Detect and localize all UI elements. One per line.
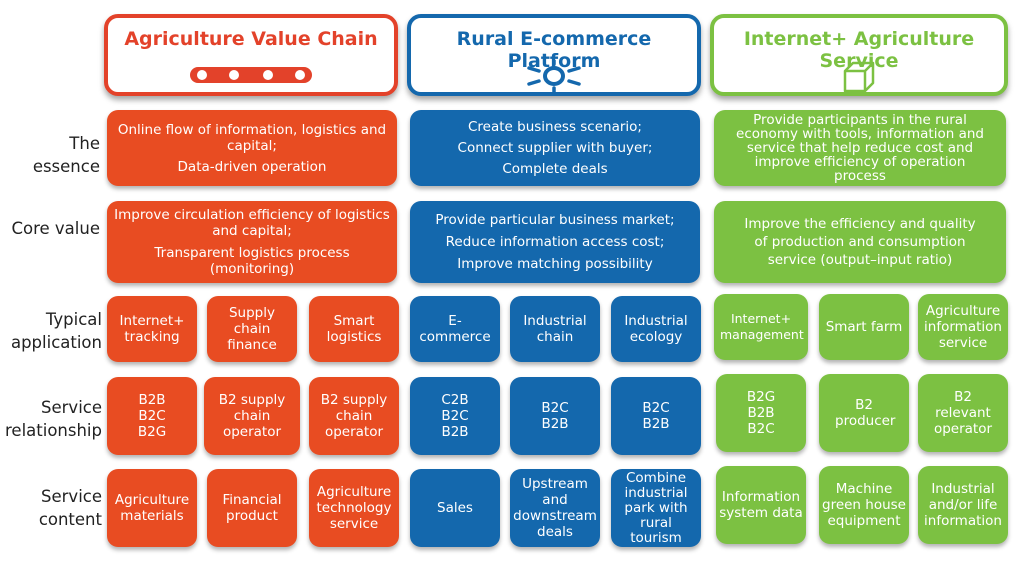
header-title: Rural E-commerce Platform — [456, 28, 652, 72]
content-agriculture-technology-service: Agriculture technology service — [309, 469, 399, 547]
content-financial-product: Financial product — [207, 469, 297, 547]
row-label-service-content: Service content — [38, 487, 102, 529]
rel-b2-supply-chain-operator-1: B2 supply chain operator — [204, 377, 300, 455]
core-value-value-chain: Improve circulation efficiency of logist… — [107, 201, 397, 283]
rel-b2b-b2c-b2g: B2B B2C B2G — [107, 377, 197, 455]
app-industrial-ecology: Industrial ecology — [611, 296, 701, 362]
content-upstream-downstream-deals: Upstream and downstream deals — [510, 469, 600, 547]
app-smart-logistics: Smart logistics — [309, 296, 399, 362]
essence-value-chain: Online flow of information, logistics an… — [107, 110, 397, 186]
header-title: Internet+ Agriculture Service — [743, 28, 975, 72]
rel-b2-producer: B2 producer — [819, 374, 909, 452]
header-agriculture-value-chain: Agriculture Value Chain — [104, 14, 398, 96]
header-internet-agriculture-service: Internet+ Agriculture Service — [710, 14, 1008, 96]
app-ecommerce: E-commerce — [410, 296, 500, 362]
row-label-service-relationship: Service relationship — [5, 398, 102, 440]
app-internet-tracking: Internet+ tracking — [107, 296, 197, 362]
content-sales: Sales — [410, 469, 500, 547]
platform-icon — [525, 58, 583, 96]
rel-b2c-b2b-1: B2C B2B — [510, 377, 600, 455]
content-information-system-data: Information system data — [716, 466, 806, 544]
app-internet-management: Internet+ management — [714, 294, 808, 360]
chain-icon — [188, 64, 314, 90]
rel-b2-supply-chain-operator-2: B2 supply chain operator — [309, 377, 399, 455]
core-value-agriculture-service: Improve the efficiency and quality of pr… — [714, 201, 1006, 283]
app-supply-chain-finance: Supply chain finance — [207, 296, 297, 362]
content-machine-green-house-equipment: Machine green house equipment — [819, 466, 909, 544]
content-industrial-life-information: Industrial and/or life information — [918, 466, 1008, 544]
rel-b2c-b2b-2: B2C B2B — [611, 377, 701, 455]
content-industrial-park-rural-tourism: Combine industrial park with rural touri… — [611, 469, 701, 547]
row-label-typical-application: Typical application — [10, 310, 102, 352]
rel-c2b-b2c-b2b: C2B B2C B2B — [410, 377, 500, 455]
essence-ecommerce-platform: Create business scenario;Connect supplie… — [410, 110, 700, 186]
app-industrial-chain: Industrial chain — [510, 296, 600, 362]
rel-b2g-b2b-b2c: B2G B2B B2C — [716, 374, 806, 452]
app-agriculture-information-service: Agriculture information service — [918, 294, 1008, 360]
row-label-core-value: Core value — [11, 219, 100, 238]
header-rural-ecommerce-platform: Rural E-commerce Platform — [407, 14, 701, 96]
cube-icon — [842, 60, 876, 98]
essence-agriculture-service: Provide participants in the rural econom… — [714, 110, 1006, 186]
content-agriculture-materials: Agriculture materials — [107, 469, 197, 547]
app-smart-farm: Smart farm — [819, 294, 909, 360]
header-title: Agriculture Value Chain — [124, 28, 378, 50]
rel-b2-relevant-operator: B2 relevant operator — [918, 374, 1008, 452]
core-value-ecommerce-platform: Provide particular business market;Reduc… — [410, 201, 700, 283]
row-label-essence: The essence — [32, 134, 100, 176]
